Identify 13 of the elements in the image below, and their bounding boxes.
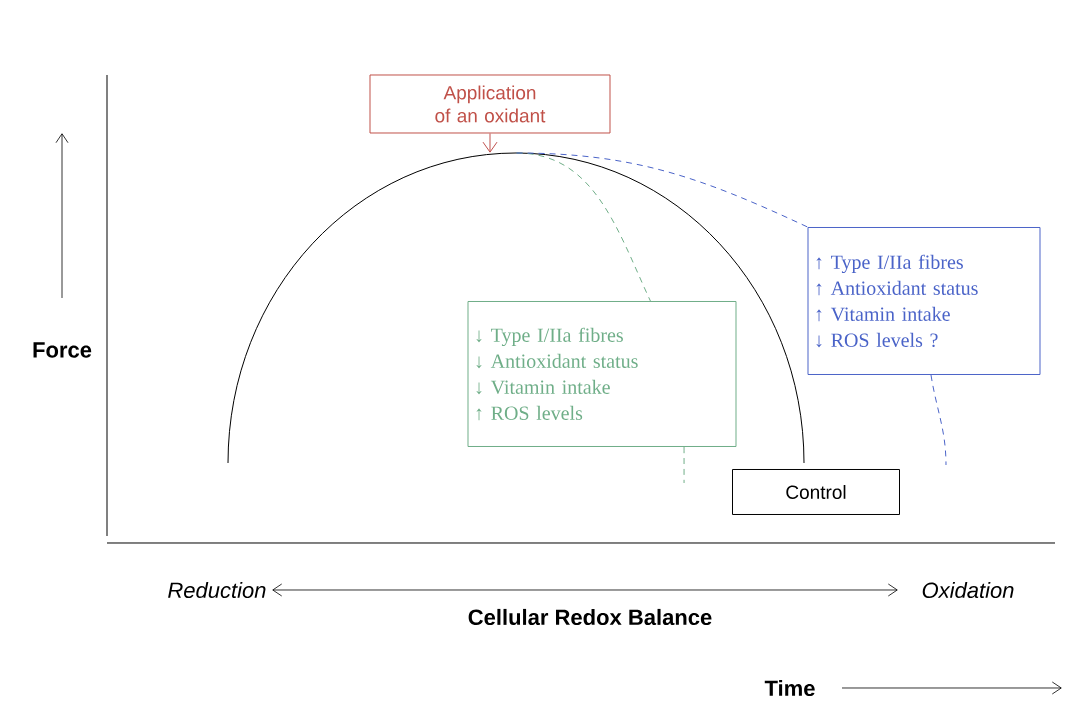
text-box: ↑ Type I/IIa fibres ↑ Antioxidant status ↑ Vitamin intake ↓ ROS levels ? [807, 227, 1041, 375]
text-box: Application of an oxidant [369, 74, 611, 134]
axis-label: Oxidation [922, 581, 1014, 599]
dashed-curve [683, 446, 685, 484]
force-curve [227, 152, 805, 464]
axis-title: Cellular Redox Balance [468, 608, 712, 626]
axis-label: Force [33, 342, 92, 358]
axis-label: Time [764, 679, 815, 697]
dashed-curve [516, 152, 808, 228]
axis-label: Reduction [168, 581, 266, 599]
dashed-curve [930, 374, 947, 466]
arrow [482, 133, 498, 153]
control-box: Control [732, 469, 900, 515]
